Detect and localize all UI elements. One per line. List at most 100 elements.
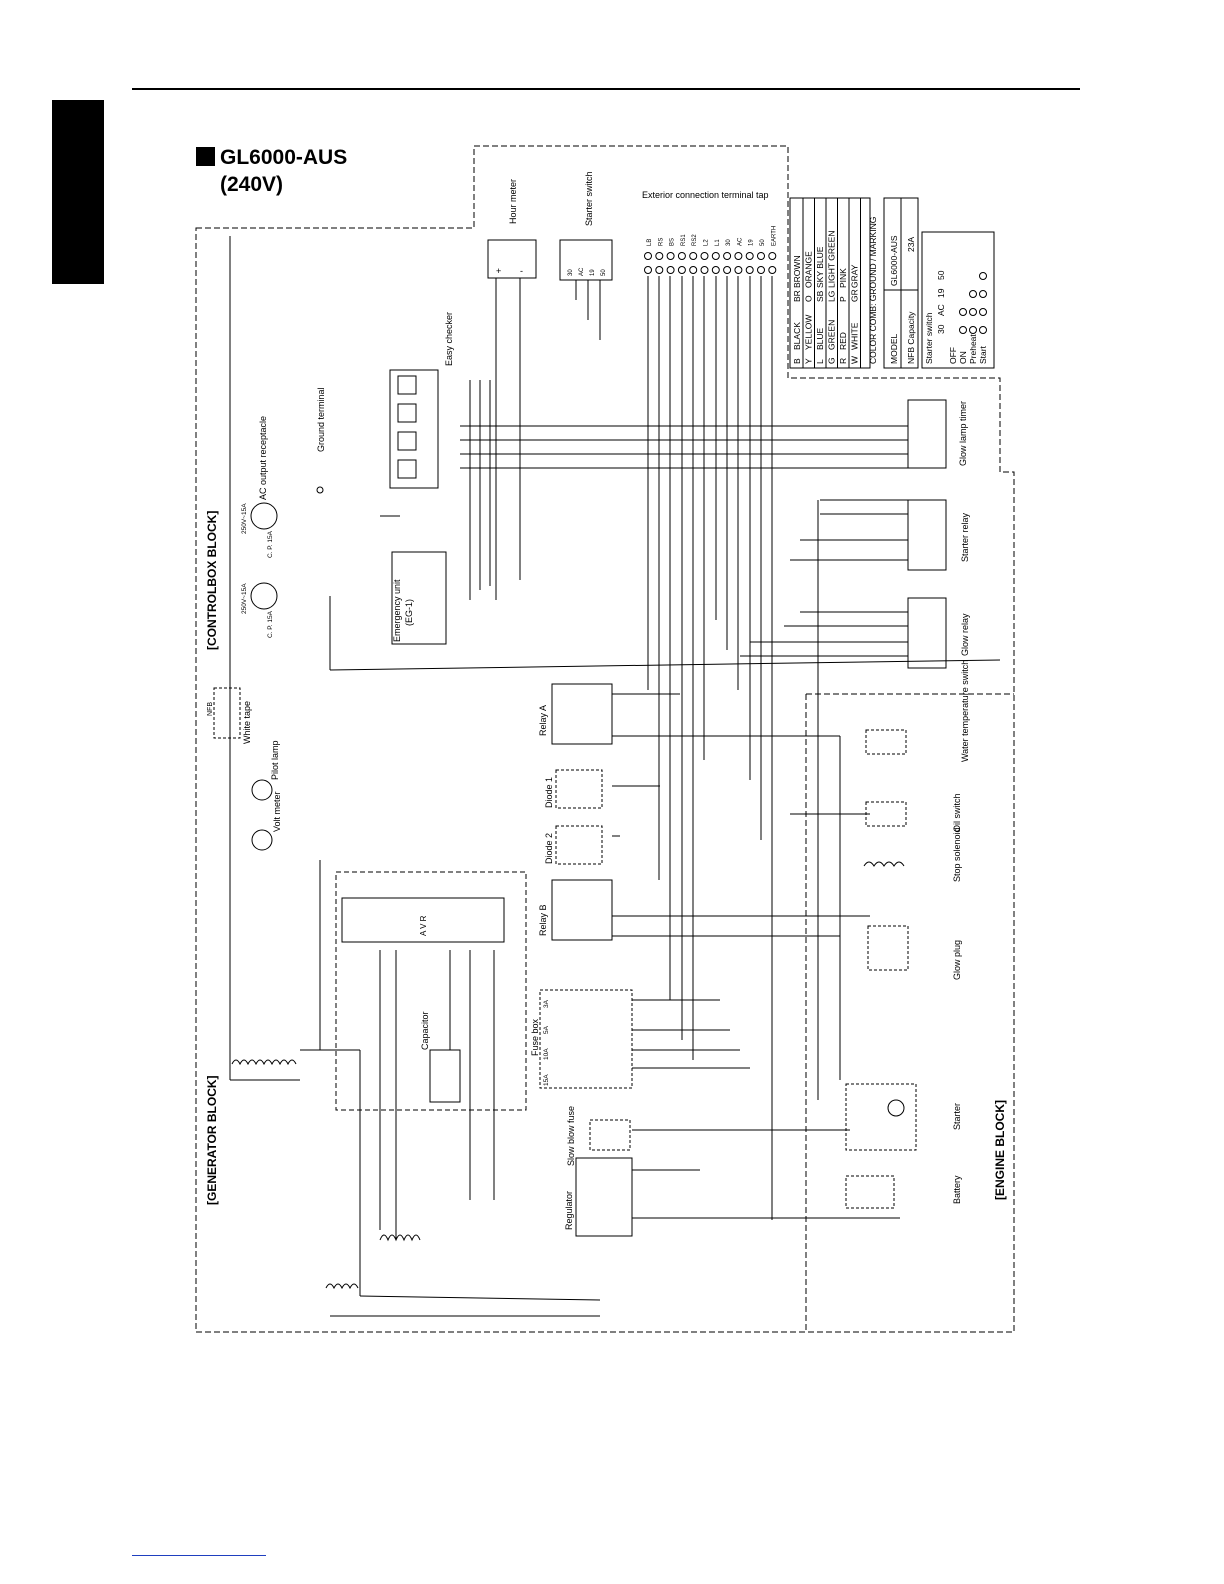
glow-plug: Glow plug <box>867 925 962 980</box>
water-temperature-switch: Water temperature switch <box>865 660 970 762</box>
emergency-unit-code: (EG-1) <box>404 599 414 626</box>
exterior-terminal-label: RS2 <box>692 234 698 246</box>
fuse-rating-label: 10A <box>543 1048 550 1060</box>
sub-winding <box>325 1283 359 1290</box>
legend-code: L <box>815 359 825 364</box>
battery: Battery <box>845 1175 962 1209</box>
glow-plug-label: Glow plug <box>952 940 962 980</box>
glow-relay-label: Glow relay <box>960 613 970 656</box>
controlbox-block-label: [CONTROLBOX BLOCK] <box>205 511 219 650</box>
controlbox-border <box>195 145 1015 1333</box>
switch-connection-mark <box>969 326 977 334</box>
diode-2-label: Diode 2 <box>544 833 554 864</box>
wire <box>359 1295 601 1301</box>
fuse-rating-label: 3A <box>543 999 550 1008</box>
legend-color: BLACK <box>792 322 802 350</box>
exterior-terminal-label: 30 <box>726 239 732 246</box>
starter-label: Starter <box>952 1103 962 1130</box>
switch-table-header: Starter switch <box>924 312 934 364</box>
pilot-lamp-label: Pilot lamp <box>270 740 280 780</box>
switch-table-row-label: OFF <box>948 347 958 364</box>
engine-block-label: [ENGINE BLOCK] <box>993 1100 1007 1200</box>
stop-solenoid: Stop solenoid <box>863 827 962 882</box>
breaker-1-label: 250V~15A <box>241 503 248 534</box>
switch-table-column: 19 <box>936 288 946 298</box>
legend-color: PINK <box>838 268 848 288</box>
starter-switch-label: Starter switch <box>584 171 594 226</box>
legend-color: BROWN <box>792 255 802 288</box>
exterior-terminal-screw <box>734 266 743 274</box>
exterior-terminal-label: 50 <box>760 239 766 246</box>
exterior-tap-label: Exterior connection terminal tap <box>642 190 769 200</box>
switch-table-column: 30 <box>936 324 946 334</box>
wire <box>329 659 1001 671</box>
exterior-terminal-screw <box>734 252 743 260</box>
relay-b: Relay B <box>538 879 613 941</box>
section-tab <box>52 100 104 284</box>
exterior-terminal-label: AC <box>737 237 743 246</box>
switch-connection-mark <box>979 326 987 334</box>
emergency-unit: Emergency unit (EG-1) <box>391 551 447 645</box>
exterior-terminal-label: EARTH <box>771 226 777 246</box>
exterior-terminal-screw <box>723 252 732 260</box>
exterior-terminal-screw <box>723 266 732 274</box>
exterior-terminal-screw <box>757 266 765 274</box>
generator-block-border <box>335 871 527 1111</box>
header-rule <box>132 88 1080 90</box>
nfb-breaker: NFB White tape <box>207 687 252 744</box>
switch-connection-mark <box>969 290 977 298</box>
exterior-terminal-screw <box>677 252 686 260</box>
legend-color: LIGHT GREEN <box>827 231 837 288</box>
title-voltage: (240V) <box>220 173 284 196</box>
switch-table-row-label: Start <box>978 345 988 364</box>
stop-solenoid-label: Stop solenoid <box>952 827 962 882</box>
generator-windings <box>231 1059 421 1290</box>
legend-code: R <box>838 358 848 364</box>
exterior-terminal-screw <box>768 266 777 274</box>
exterior-terminal-label: L1 <box>715 239 721 246</box>
legend-code: B <box>792 358 802 364</box>
white-tape-label: White tape <box>242 701 252 744</box>
exterior-terminal-screw <box>745 266 754 274</box>
exterior-terminal-screw <box>689 266 698 274</box>
relay-b-label: Relay B <box>538 904 548 936</box>
legend-color: RED <box>838 332 848 350</box>
legend-code: LG <box>827 291 837 302</box>
avr-label: A V R <box>419 915 428 936</box>
volt-meter-icon <box>251 829 273 851</box>
pilot-lamp-icon <box>251 779 273 801</box>
legend-color: SKY BLUE <box>815 246 825 288</box>
exterior-terminal-label: L2 <box>704 239 710 246</box>
diode-1-label: Diode 1 <box>544 777 554 808</box>
svg-text:+: + <box>496 266 501 276</box>
exterior-terminal-screw <box>711 252 720 260</box>
legend-code: P <box>838 296 848 302</box>
exterior-terminal-screw <box>711 266 720 274</box>
nfb-label: NFB <box>207 702 214 716</box>
exterior-terminal-screw <box>666 266 675 274</box>
legend-color: ORANGE <box>804 251 814 288</box>
exterior-terminal-label: RS1 <box>681 234 687 246</box>
cp-label-2: C. P. 15A <box>267 610 274 638</box>
switch-table-column: 50 <box>936 270 946 280</box>
exterior-terminal-screw <box>644 252 652 260</box>
legend-color: BLUE <box>815 327 825 350</box>
legend-code: W <box>850 356 860 364</box>
exterior-terminal-screw <box>700 266 709 274</box>
color-comb-label: COLOR COMB: GROUND / MARKING <box>868 217 878 364</box>
oil-switch: Oil switch <box>865 793 962 832</box>
starter-relay-label: Starter relay <box>960 512 970 562</box>
volt-meter-label: Volt meter <box>272 791 282 832</box>
breaker-2-label: 250V~15A <box>241 583 248 614</box>
model-label: MODEL <box>889 334 899 365</box>
exterior-terminal-screw <box>757 252 765 260</box>
diode-2: Diode 2 <box>544 825 603 865</box>
switch-connection-mark <box>959 326 967 334</box>
switch-table-column: AC <box>936 304 946 316</box>
exterior-terminal-screw <box>745 252 754 260</box>
relay-a-label: Relay A <box>538 705 548 736</box>
hour-meter-label: Hour meter <box>508 179 518 224</box>
